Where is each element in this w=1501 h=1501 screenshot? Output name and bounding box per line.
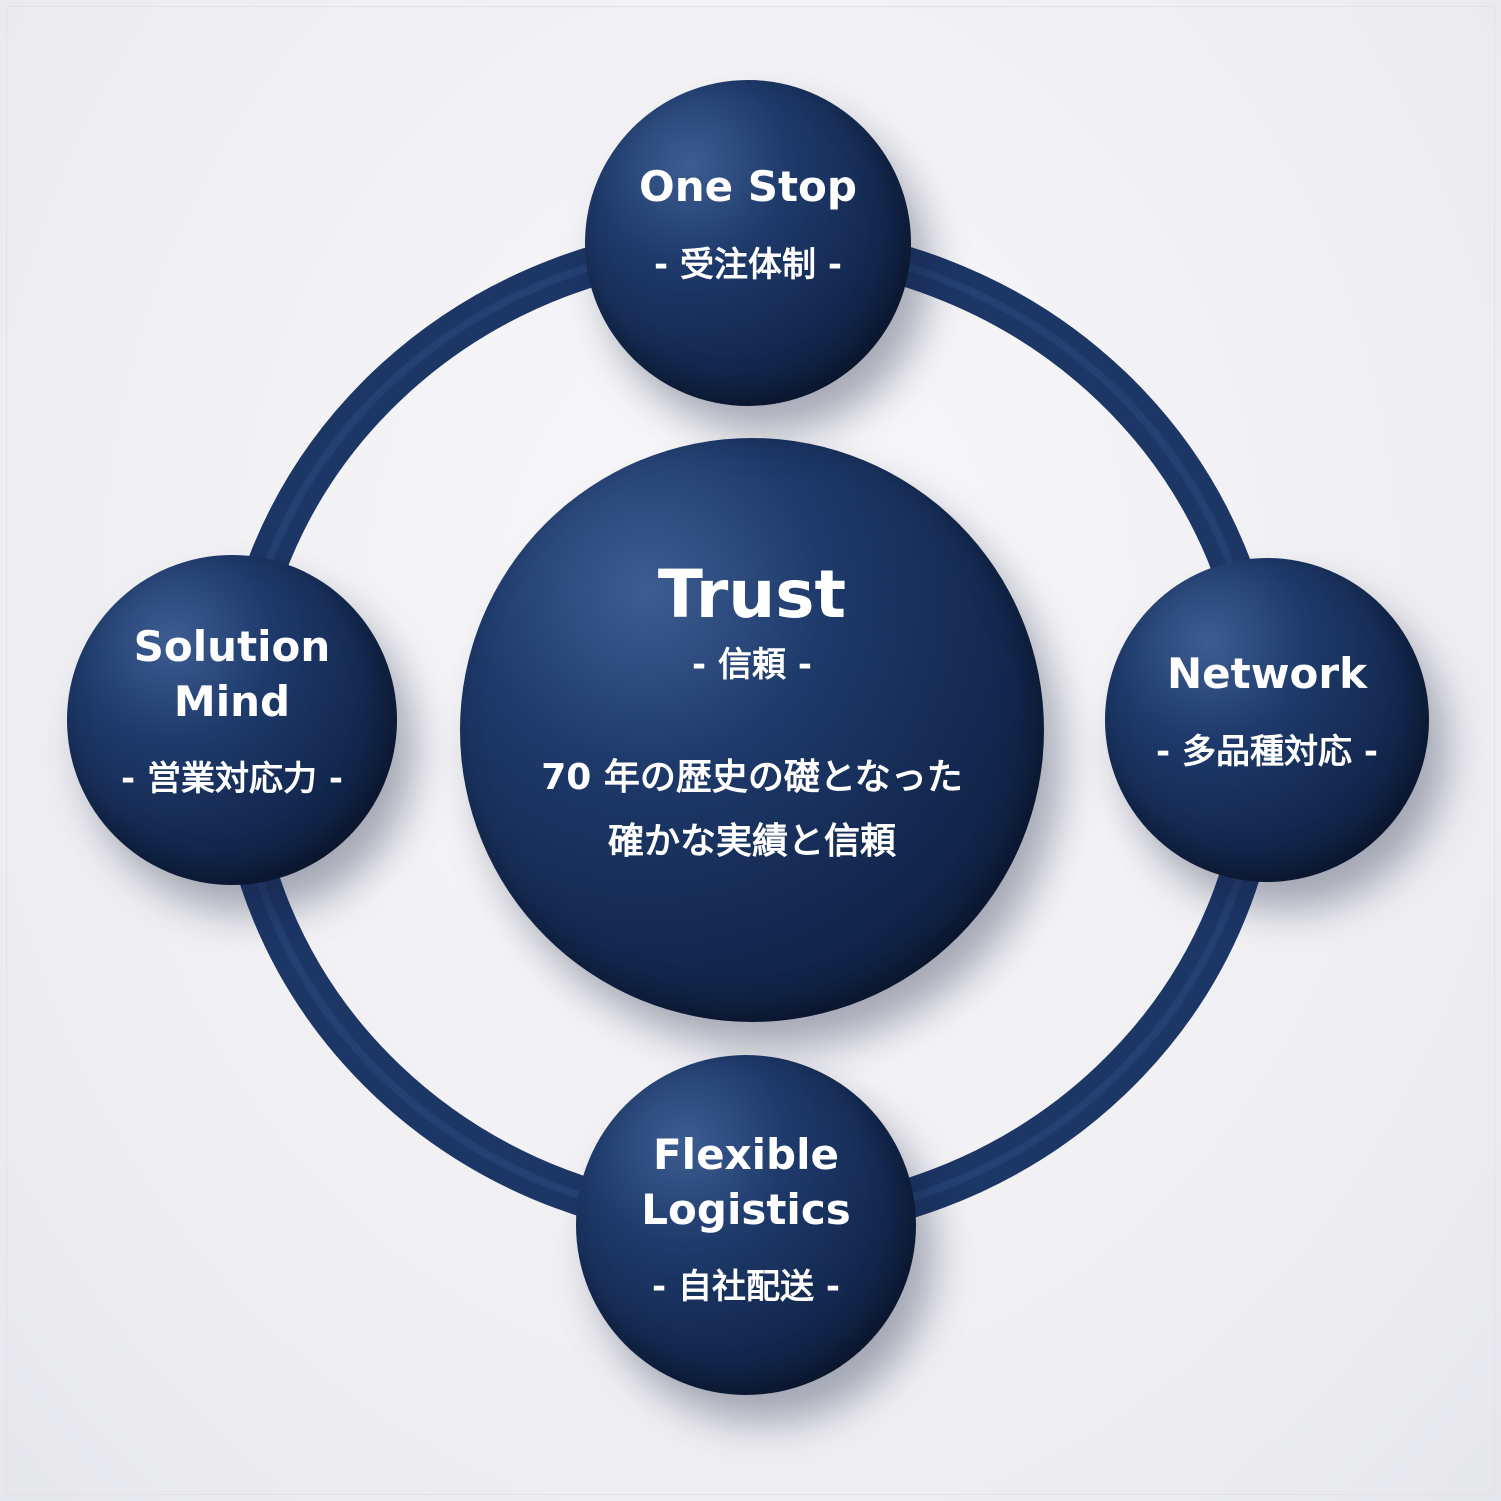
solution-mind-subtitle: - 営業対応力 - (121, 759, 343, 800)
frame-border (6, 6, 1495, 1495)
solution-mind-title-1: Solution (133, 621, 331, 671)
one-stop-subtitle: - 受注体制 - (654, 244, 842, 285)
sphere-trust: Trust - 信頼 - 70 年の歴史の礎となった 確かな実績と信頼 (460, 438, 1044, 1022)
solution-mind-title-2: Mind (173, 676, 291, 726)
flexible-logistics-title-2: Logistics (641, 1184, 851, 1234)
sphere-solution-mind: Solution Mind - 営業対応力 - (67, 555, 397, 885)
flexible-logistics-title-1: Flexible (652, 1129, 839, 1179)
network-title: Network (1166, 649, 1367, 699)
trust-desc-line1: 70 年の歴史の礎となった (541, 757, 963, 798)
flexible-logistics-subtitle: - 自社配送 - (652, 1267, 840, 1308)
sphere-network: Network - 多品種対応 - (1105, 558, 1429, 882)
trust-title: Trust (657, 556, 847, 633)
sphere-flexible-logistics: Flexible Logistics - 自社配送 - (576, 1055, 916, 1395)
trust-subtitle: - 信頼 - (692, 645, 812, 685)
network-subtitle: - 多品種対応 - (1156, 731, 1378, 772)
trust-desc-line2: 確かな実績と信頼 (607, 821, 896, 862)
sphere-one-stop: One Stop - 受注体制 - (585, 80, 911, 406)
one-stop-title: One Stop (639, 162, 857, 212)
